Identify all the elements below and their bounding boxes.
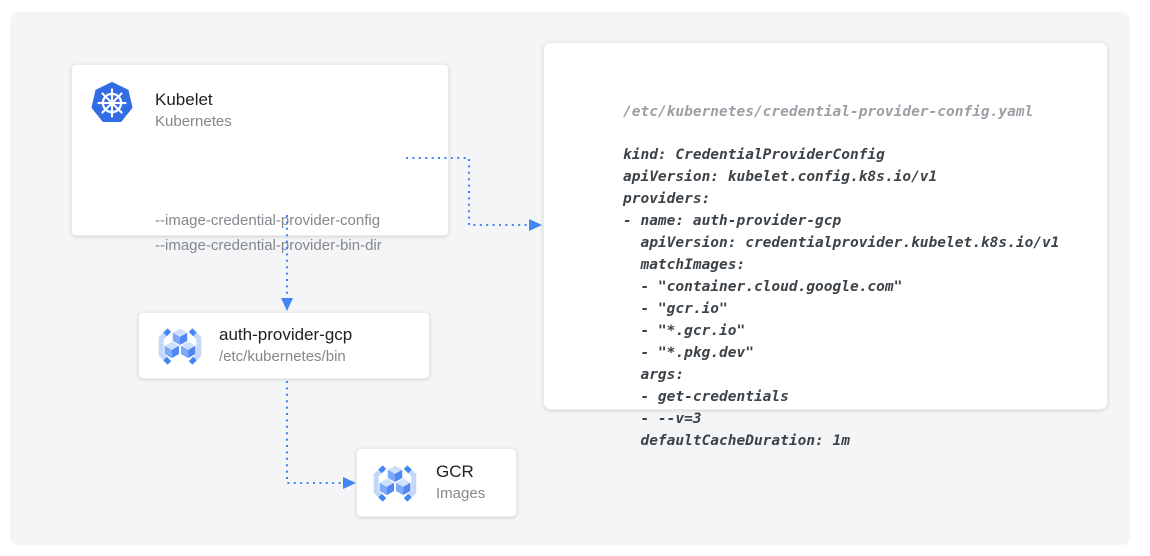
container-registry-icon	[368, 460, 422, 507]
yaml-config-panel: /etc/kubernetes/credential-provider-conf…	[543, 42, 1108, 449]
container-registry-icon	[153, 323, 207, 370]
kubernetes-helm-icon	[89, 80, 135, 126]
flag-image-credential-provider-config: --image-credential-provider-config	[155, 212, 381, 229]
gcr-card: GCR Images	[356, 448, 517, 517]
kubelet-card: Kubelet Kubernetes --image-credential-pr…	[71, 64, 449, 254]
yaml-code: kind: CredentialProviderConfig apiVersio…	[623, 147, 1060, 449]
auth-provider-title: auth-provider-gcp	[219, 325, 353, 344]
auth-provider-card: auth-provider-gcp /etc/kubernetes/bin	[138, 312, 430, 379]
kubelet-title: Kubelet	[155, 90, 213, 109]
yaml-file-path: /etc/kubernetes/credential-provider-conf…	[623, 104, 1034, 120]
kubelet-subtitle: Kubernetes	[155, 113, 232, 130]
auth-provider-subtitle: /etc/kubernetes/bin	[219, 348, 346, 365]
gcr-title: GCR	[436, 462, 474, 481]
gcr-subtitle: Images	[436, 485, 486, 502]
flag-image-credential-provider-bin-dir: --image-credential-provider-bin-dir	[155, 237, 382, 254]
